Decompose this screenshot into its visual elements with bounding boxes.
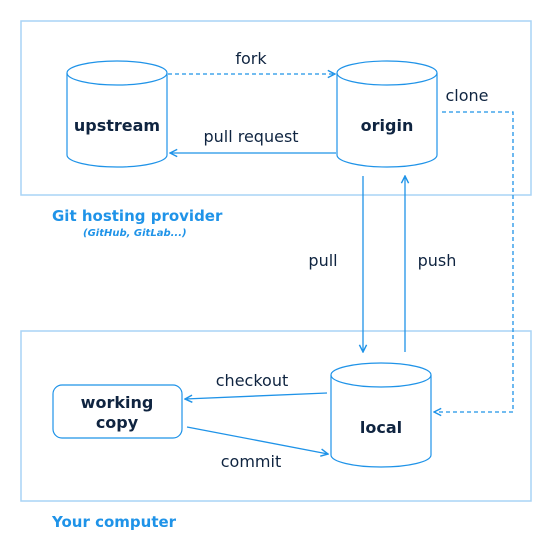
hosting-provider-box [20, 20, 532, 196]
push-label: push [418, 251, 457, 270]
working-copy-label-line1: working [81, 393, 154, 412]
computer-title: Your computer [51, 513, 177, 531]
origin-cylinder [336, 60, 438, 168]
clone-arrow [434, 111, 514, 412]
upstream-label: upstream [74, 116, 160, 135]
working-copy-box [52, 384, 183, 439]
commit-arrow [186, 426, 328, 454]
upstream-cylinder [66, 60, 168, 168]
fork-label: fork [235, 49, 267, 68]
pull-request-label: pull request [203, 127, 298, 146]
hosting-provider-subtitle: (GitHub, GitLab...) [83, 228, 187, 239]
clone-label: clone [445, 86, 488, 105]
local-label: local [360, 418, 402, 437]
checkout-label: checkout [216, 371, 288, 390]
pull-label: pull [308, 251, 337, 270]
local-cylinder [330, 362, 432, 468]
commit-label: commit [221, 452, 281, 471]
origin-label: origin [361, 116, 414, 135]
checkout-arrow [185, 392, 328, 399]
computer-box [20, 330, 532, 502]
working-copy-label-line2: copy [96, 413, 139, 432]
hosting-provider-title: Git hosting provider [52, 207, 223, 225]
